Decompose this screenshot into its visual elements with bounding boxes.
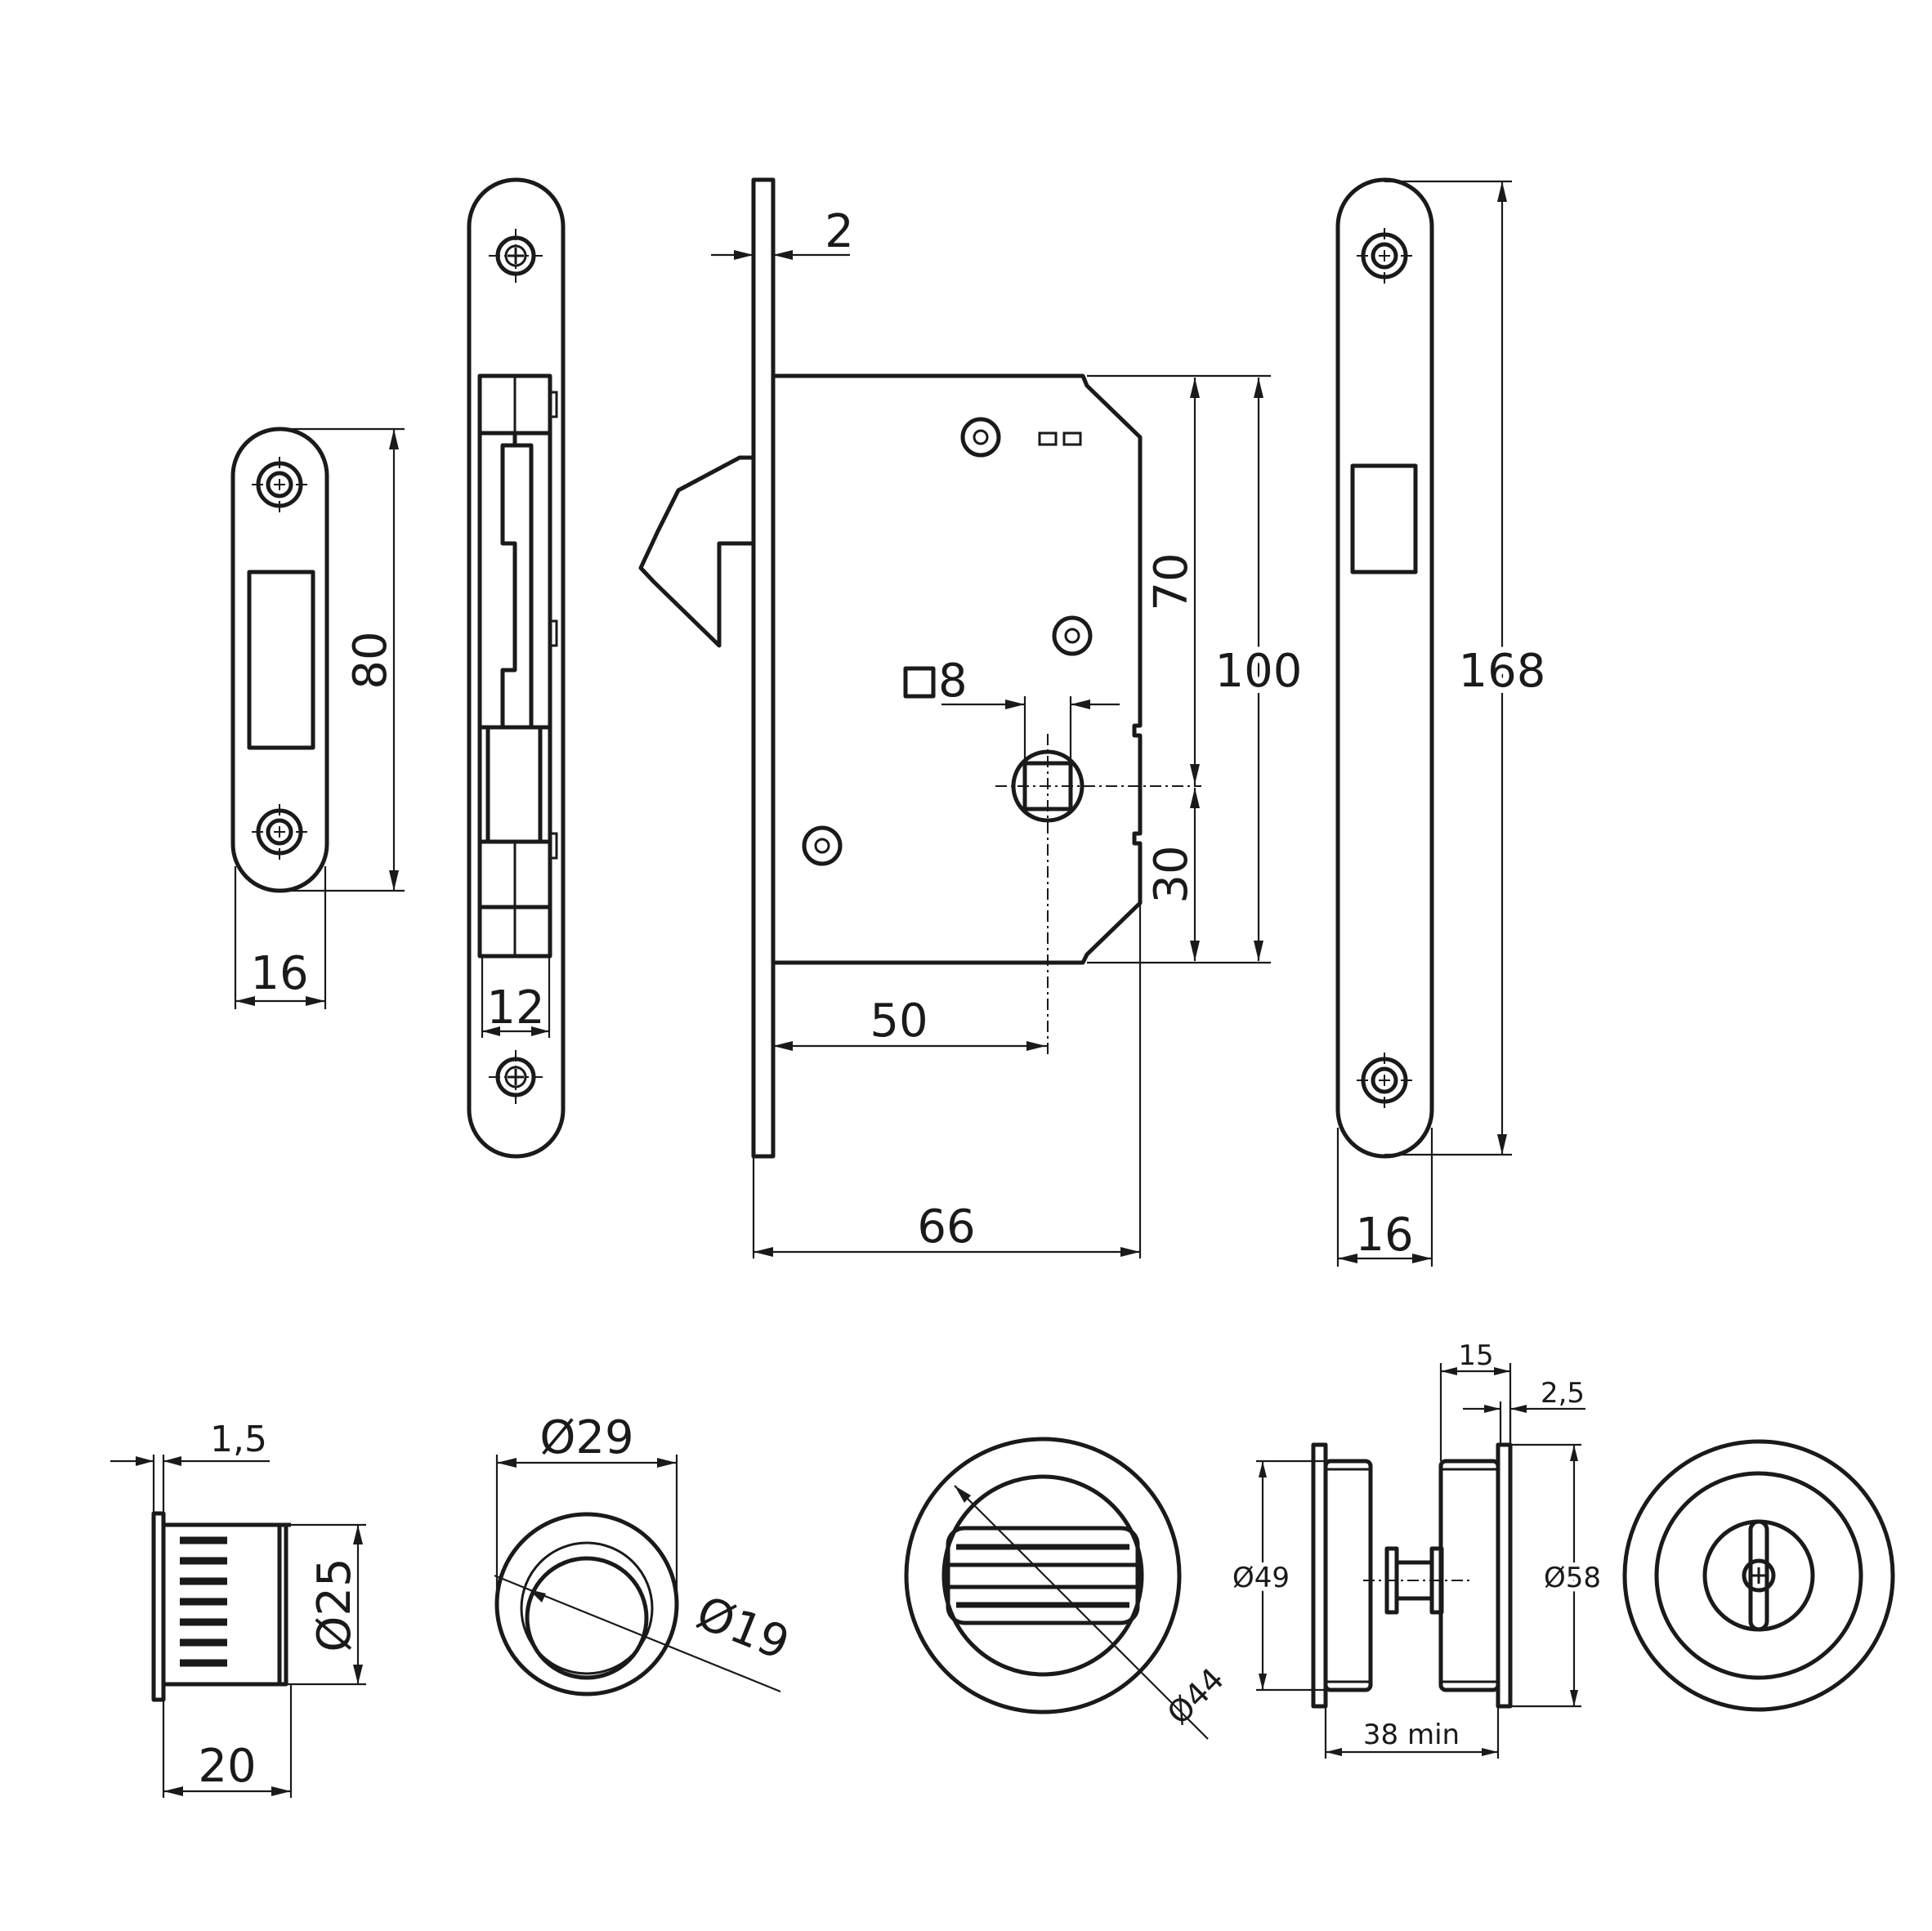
rose-front-view: Ø29 Ø19 <box>494 1411 797 1696</box>
assembly-side-view: 15 2,5 Ø49 Ø58 38 min <box>1228 1339 1605 1759</box>
dim-plate-width: 16 <box>1355 1209 1413 1262</box>
case-screw-mid <box>1052 615 1093 656</box>
dim-rose-inner: Ø19 <box>689 1586 796 1670</box>
dim-spindle: 8 <box>938 655 968 708</box>
release-rose-front-view <box>1622 1439 1895 1712</box>
dim-cylinder-flange: 1,5 <box>210 1419 267 1460</box>
thumbturn-front-view: Ø44 <box>904 1437 1231 1740</box>
cylinder-fins <box>180 1536 227 1667</box>
dim-side-58: Ø58 <box>1544 1562 1601 1594</box>
dim-cylinder-diameter: Ø25 <box>308 1558 361 1652</box>
dim-side-15: 15 <box>1458 1339 1493 1372</box>
dim-faceplate-width: 12 <box>486 981 544 1035</box>
dim-strike-height: 80 <box>344 631 397 689</box>
dim-case-depth: 66 <box>917 1200 975 1254</box>
case-screw-top <box>960 417 1001 458</box>
case-screw-bottom <box>802 825 843 866</box>
strike-plate: 80 16 <box>230 427 405 1009</box>
dim-rose-outer: Ø29 <box>539 1411 633 1464</box>
dim-face-thickness: 2 <box>825 205 854 258</box>
cylinder-side-view: 1,5 Ø25 20 <box>110 1419 366 1798</box>
dim-cylinder-length: 20 <box>198 1740 256 1793</box>
lock-body: 8 2 70 30 100 50 <box>638 177 1308 1258</box>
dim-height-30: 30 <box>1145 845 1198 903</box>
dim-backset: 50 <box>870 995 928 1048</box>
front-faceplate: 168 16 <box>1335 177 1551 1267</box>
faceplate-side-view: 12 <box>467 177 566 1159</box>
dim-strike-width: 16 <box>250 947 308 1000</box>
dim-side-2-5: 2,5 <box>1541 1377 1585 1410</box>
dim-height-100: 100 <box>1215 645 1303 698</box>
dim-thumbturn-diameter: Ø44 <box>1161 1661 1231 1732</box>
dim-height-70: 70 <box>1145 552 1198 610</box>
dim-side-49: Ø49 <box>1232 1562 1290 1594</box>
dim-side-38-min: 38 min <box>1363 1719 1460 1751</box>
dim-plate-height: 168 <box>1459 645 1546 698</box>
